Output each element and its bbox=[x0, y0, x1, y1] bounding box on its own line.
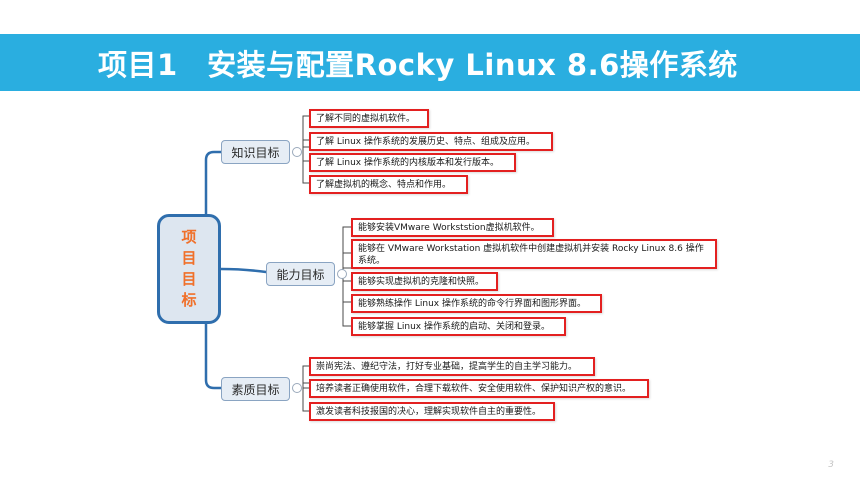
leaf-text: 了解不同的虚拟机软件。 bbox=[316, 114, 416, 124]
collapse-toggle-icon[interactable] bbox=[337, 269, 347, 279]
leaf-text: 崇尚宪法、遵纪守法，打好专业基础，提高学生的自主学习能力。 bbox=[316, 362, 578, 372]
connector-ability-leaves bbox=[342, 226, 351, 327]
category-knowledge[interactable]: 知识目标 bbox=[221, 140, 290, 164]
connector-root-knowledge bbox=[204, 150, 223, 216]
leaf-text: 了解 Linux 操作系统的内核版本和发行版本。 bbox=[316, 158, 499, 168]
connector-root-ability bbox=[219, 267, 268, 274]
title-band: 项目1 安装与配置Rocky Linux 8.6操作系统 bbox=[0, 34, 860, 91]
category-quality[interactable]: 素质目标 bbox=[221, 377, 290, 401]
leaf-text: 能够实现虚拟机的克隆和快照。 bbox=[358, 277, 485, 287]
page-number: 3 bbox=[828, 460, 834, 470]
leaf-knowledge-4[interactable]: 了解虚拟机的概念、特点和作用。 bbox=[309, 175, 468, 194]
leaf-knowledge-1[interactable]: 了解不同的虚拟机软件。 bbox=[309, 109, 429, 128]
leaf-text: 能够安装VMware Workststion虚拟机软件。 bbox=[358, 223, 540, 233]
leaf-quality-2[interactable]: 培养读者正确使用软件，合理下载软件、安全使用软件、保护知识产权的意识。 bbox=[309, 379, 649, 398]
collapse-toggle-icon[interactable] bbox=[292, 383, 302, 393]
leaf-ability-2[interactable]: 能够在 VMware Workstation 虚拟机软件中创建虚拟机并安装 Ro… bbox=[351, 239, 717, 269]
leaf-text: 培养读者正确使用软件，合理下载软件、安全使用软件、保护知识产权的意识。 bbox=[316, 384, 632, 394]
leaf-ability-5[interactable]: 能够掌握 Linux 操作系统的启动、关闭和登录。 bbox=[351, 317, 566, 336]
connector-knowledge-leaves bbox=[302, 115, 309, 184]
leaf-ability-1[interactable]: 能够安装VMware Workststion虚拟机软件。 bbox=[351, 218, 554, 237]
leaf-ability-3[interactable]: 能够实现虚拟机的克隆和快照。 bbox=[351, 272, 498, 291]
category-ability[interactable]: 能力目标 bbox=[266, 262, 335, 286]
root-node[interactable]: 项目目标 bbox=[157, 214, 221, 324]
connector-quality-leaves bbox=[302, 365, 309, 412]
leaf-text: 了解 Linux 操作系统的发展历史、特点、组成及应用。 bbox=[316, 137, 535, 147]
page-title: 项目1 安装与配置Rocky Linux 8.6操作系统 bbox=[98, 48, 738, 82]
leaf-knowledge-2[interactable]: 了解 Linux 操作系统的发展历史、特点、组成及应用。 bbox=[309, 132, 553, 151]
leaf-text: 能够在 VMware Workstation 虚拟机软件中创建虚拟机并安装 Ro… bbox=[358, 244, 704, 266]
category-ability-label: 能力目标 bbox=[276, 267, 325, 282]
leaf-text: 了解虚拟机的概念、特点和作用。 bbox=[316, 180, 452, 190]
connector-root-quality bbox=[204, 322, 223, 390]
leaf-text: 激发读者科技报国的决心，理解实现软件自主的重要性。 bbox=[316, 407, 542, 417]
leaf-ability-4[interactable]: 能够熟练操作 Linux 操作系统的命令行界面和图形界面。 bbox=[351, 294, 602, 313]
leaf-quality-3[interactable]: 激发读者科技报国的决心，理解实现软件自主的重要性。 bbox=[309, 402, 555, 421]
root-label: 项目目标 bbox=[181, 228, 197, 309]
leaf-knowledge-3[interactable]: 了解 Linux 操作系统的内核版本和发行版本。 bbox=[309, 153, 516, 172]
leaf-text: 能够熟练操作 Linux 操作系统的命令行界面和图形界面。 bbox=[358, 299, 586, 309]
category-quality-label: 素质目标 bbox=[231, 382, 280, 397]
collapse-toggle-icon[interactable] bbox=[292, 147, 302, 157]
category-knowledge-label: 知识目标 bbox=[231, 145, 280, 160]
leaf-quality-1[interactable]: 崇尚宪法、遵纪守法，打好专业基础，提高学生的自主学习能力。 bbox=[309, 357, 595, 376]
leaf-text: 能够掌握 Linux 操作系统的启动、关闭和登录。 bbox=[358, 322, 550, 332]
